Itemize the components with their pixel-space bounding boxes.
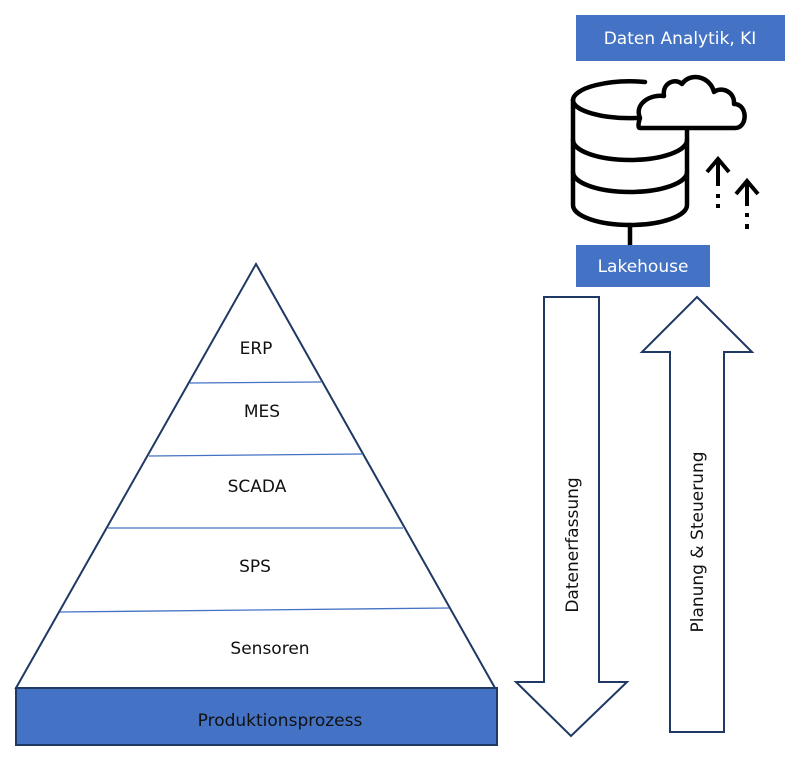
planning-control-arrow: Planung & Steuerung (639, 295, 755, 733)
database-top-front (570, 97, 640, 121)
cloud-icon (636, 74, 747, 131)
lakehouse-box: Lakehouse (576, 245, 710, 287)
automation-pyramid: ERP MES SCADA SPS Sensoren (14, 261, 497, 689)
arrow-down-shape (513, 296, 630, 738)
pyramid-divider-2 (148, 453, 364, 457)
pyramid-level-mes: MES (244, 402, 280, 422)
pyramid-level-scada: SCADA (228, 477, 287, 497)
lakehouse-box-bg (576, 245, 710, 287)
pyramid-outline (14, 261, 497, 689)
data-capture-arrow: Datenerfassung (513, 296, 630, 738)
pyramid-divider-4 (59, 607, 450, 613)
pyramid-divider-1 (189, 381, 322, 384)
database-top-back (570, 79, 648, 103)
database-ring-2 (570, 169, 690, 195)
planning-control-label: Planung & Steuerung (688, 451, 708, 632)
database-cloud-icon (570, 74, 747, 248)
production-process-label: Produktionsprozess (198, 711, 363, 731)
analytics-box-label: Daten Analytik, KI (604, 29, 757, 49)
arrow-up-shape (639, 295, 755, 733)
production-process-box: Produktionsprozess (15, 687, 498, 746)
analytics-box-bg (576, 15, 785, 61)
pyramid-level-sensoren: Sensoren (230, 639, 309, 659)
dotted-upload-arrows-icon (705, 155, 760, 229)
analytics-box: Daten Analytik, KI (576, 15, 785, 61)
pyramid-level-erp: ERP (240, 339, 273, 359)
pyramid-level-sps: SPS (239, 557, 271, 577)
data-capture-label: Datenerfassung (563, 477, 583, 612)
database-ring-1 (570, 137, 690, 163)
lakehouse-label: Lakehouse (598, 257, 689, 277)
production-box-bg (15, 687, 498, 746)
